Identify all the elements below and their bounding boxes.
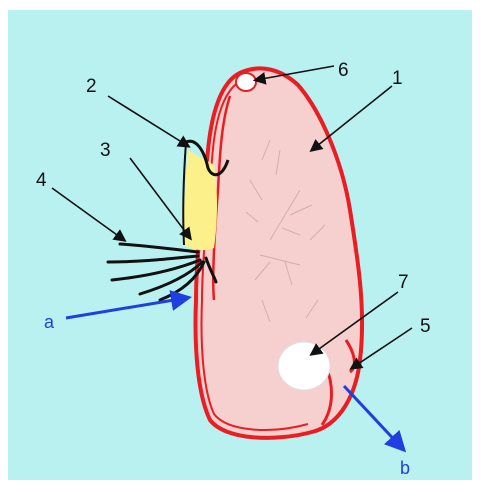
leader-2 [108, 96, 188, 146]
seed-tip-cavity [236, 73, 256, 91]
label-5: 5 [420, 316, 431, 337]
label-4: 4 [36, 170, 47, 191]
label-3: 3 [100, 140, 111, 161]
white-body [278, 342, 330, 390]
label-7: 7 [398, 272, 409, 293]
leader-1 [312, 86, 392, 150]
label-a: a [44, 312, 55, 332]
seed-coat [196, 68, 363, 437]
label-1: 1 [392, 68, 403, 89]
label-2: 2 [86, 76, 97, 97]
leader-3 [130, 158, 190, 238]
label-6: 6 [338, 60, 349, 81]
arrow-a [66, 298, 186, 318]
leader-4 [52, 188, 124, 240]
arrow-b [344, 386, 402, 448]
label-b: b [400, 458, 410, 478]
